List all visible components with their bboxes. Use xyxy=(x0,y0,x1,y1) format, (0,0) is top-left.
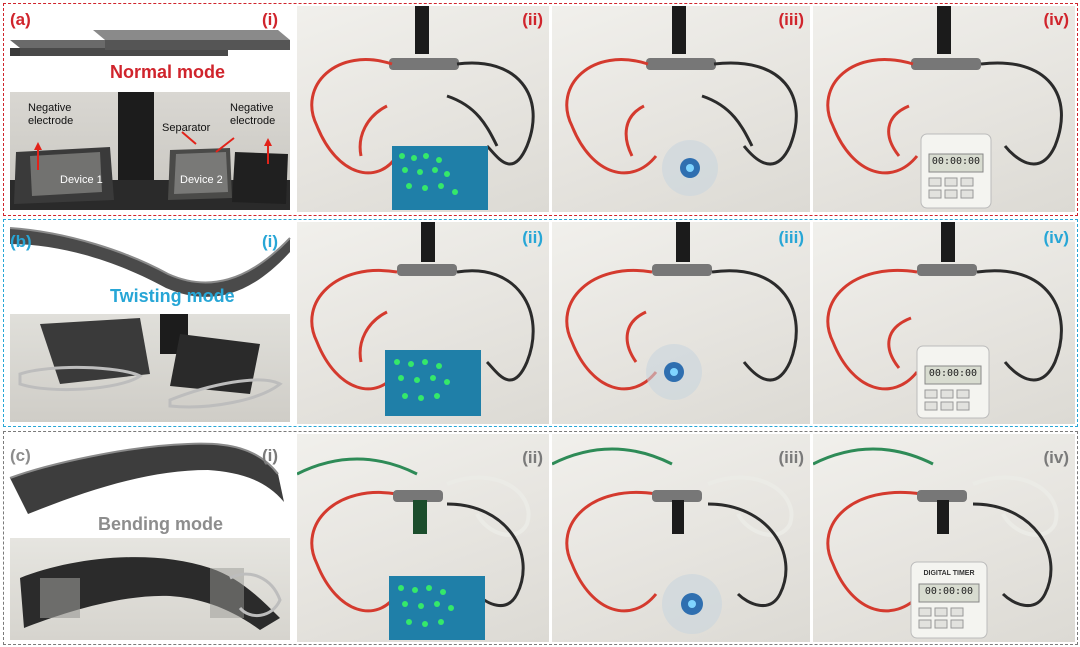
mode-title: Normal mode xyxy=(110,62,226,82)
negative-electrode-label-1: Negative electrode xyxy=(28,102,74,127)
row-label: (c) xyxy=(10,446,31,465)
device-photo xyxy=(10,538,290,640)
bending-mode-render xyxy=(9,442,284,514)
panel-numeral: (iii) xyxy=(778,10,805,29)
timer-display: 00:00:00 xyxy=(931,156,981,167)
panel-c-iv: DIGITAL TIMER 00:00:00 (iv) xyxy=(813,434,1075,642)
timer-display: 00:00:00 xyxy=(928,368,978,379)
panel-a-i: (a) (i) Normal mode Negative electrode S… xyxy=(8,6,292,212)
panel-numeral: (ii) xyxy=(522,228,543,247)
row-c-frame xyxy=(3,431,1078,645)
panel-b-ii: (ii) xyxy=(297,222,549,424)
panel-b-iv: 00:00:00 (iv) xyxy=(813,222,1075,424)
panel-numeral: (iv) xyxy=(1043,448,1070,467)
panel-numeral: (ii) xyxy=(522,448,543,467)
mode-title: Bending mode xyxy=(98,514,223,534)
panel-a-ii: (ii) xyxy=(297,6,549,212)
panel-numeral: (iii) xyxy=(778,228,805,247)
timer-display: 00:00:00 xyxy=(924,586,974,597)
panel-numeral: (iv) xyxy=(1043,10,1070,29)
row-label: (b) xyxy=(10,232,32,251)
panel-numeral: (i) xyxy=(262,10,279,29)
panel-c-ii: (ii) xyxy=(297,434,549,642)
device-2-label: Device 2 xyxy=(180,174,223,186)
panel-numeral: (iii) xyxy=(778,448,805,467)
row-a-frame xyxy=(3,3,1078,216)
row-b-frame xyxy=(3,219,1078,427)
panel-c-iii: (iii) xyxy=(552,434,810,642)
device-photo xyxy=(10,314,290,422)
separator-label: Separator xyxy=(162,122,211,134)
device-photo: Negative electrode Separator Negative el… xyxy=(10,92,290,210)
panel-a-iii: (iii) xyxy=(552,6,810,212)
panel-a-iv: 00:00:00 (iv) xyxy=(813,6,1075,212)
negative-electrode-label-2: Negative electrode xyxy=(230,102,276,127)
mode-title: Twisting mode xyxy=(110,286,235,306)
panel-b-i: (b) (i) Twisting mode xyxy=(8,222,292,424)
twisting-mode-render xyxy=(9,227,291,297)
timer-brand: DIGITAL TIMER xyxy=(923,570,975,577)
row-label: (a) xyxy=(10,10,31,29)
panel-c-i: (c) (i) Bending mode xyxy=(8,434,292,642)
device-1-label: Device 1 xyxy=(60,174,103,186)
panel-numeral: (i) xyxy=(262,446,279,465)
panel-numeral: (ii) xyxy=(522,10,543,29)
panel-numeral: (iv) xyxy=(1043,228,1070,247)
normal-mode-render xyxy=(10,30,290,56)
panel-numeral: (i) xyxy=(262,232,279,251)
panel-b-iii: (iii) xyxy=(552,222,810,424)
